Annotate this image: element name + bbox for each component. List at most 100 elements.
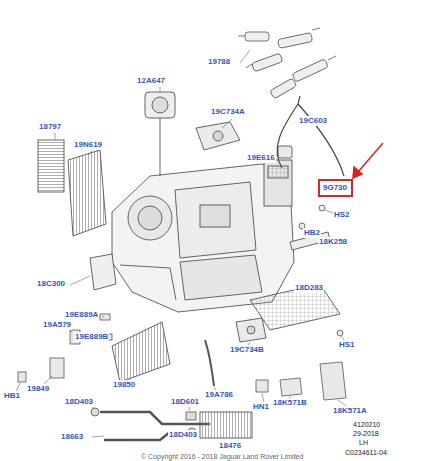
temperature-sensors-part [292, 59, 328, 82]
drawing-code: LH [358, 438, 369, 448]
leader-lines-part [44, 376, 52, 384]
evaporator [112, 322, 170, 382]
hvac-housing-part [200, 205, 230, 227]
callout-number: 18663 [60, 432, 84, 442]
control-module-part [268, 166, 288, 178]
callout-number: 18476 [218, 441, 242, 451]
clips [18, 314, 112, 382]
small-brackets-part [280, 378, 302, 396]
grille [38, 140, 64, 192]
actuator-upper [196, 122, 240, 150]
control-module-part [264, 160, 292, 206]
callout-number: 19A786 [204, 390, 234, 400]
callout-number: 19C734A [210, 107, 246, 117]
callout-number: 18D601 [170, 397, 200, 407]
temperature-sensors-part [278, 33, 313, 49]
blower-motor [145, 92, 175, 176]
heater-core-part [200, 412, 252, 438]
callout-number: HS1 [338, 340, 356, 350]
pipes-part [100, 412, 210, 424]
leader-lines-part [102, 316, 104, 317]
temperature-sensors-part [238, 28, 336, 68]
callout-number: 12A647 [136, 76, 166, 86]
control-module [264, 160, 292, 206]
callout-number: 19N619 [73, 140, 103, 150]
callout-number: HS2 [333, 210, 351, 220]
callout-number: 18D283 [294, 283, 324, 293]
heater-panel [250, 284, 340, 330]
callout-number: 18K571A [332, 406, 368, 416]
blower-motor-part [145, 92, 175, 118]
evaporator-part [112, 322, 170, 382]
clamps-part [186, 412, 196, 420]
hose-part [205, 340, 214, 386]
small-brackets-part [320, 362, 346, 400]
callout-number: 19849 [26, 384, 50, 394]
callout-number: 18K258 [318, 237, 348, 247]
highlight-box: 9G730 [318, 179, 353, 197]
callout-number: 19E616 [246, 153, 276, 163]
small-brackets-part [337, 330, 343, 336]
callout-number: 19A579 [42, 320, 72, 330]
leader-lines-part [70, 330, 72, 332]
duct [90, 254, 116, 290]
pointer-arrow-part [353, 167, 362, 178]
leader-lines-part [262, 393, 264, 402]
clamps-part [91, 408, 99, 416]
actuator-upper-part [213, 131, 223, 141]
blower-motor-part [152, 97, 168, 113]
callout-number: 19C734B [229, 345, 265, 355]
leader-lines-part [55, 133, 56, 139]
small-brackets-part [256, 380, 268, 392]
hvac-housing-part [128, 196, 172, 240]
drawing-code: C0234611-04 [344, 448, 388, 458]
actuator-lower-part [247, 326, 255, 334]
callout-number: 18D403 [64, 397, 94, 407]
leader-lines-part [240, 50, 250, 63]
leader-lines-part [92, 436, 104, 437]
small-brackets-part [319, 205, 325, 211]
callout-number: 19E889A [64, 310, 99, 320]
leader-lines-part [88, 151, 92, 155]
clips-part [18, 372, 26, 382]
leader-lines-part [160, 87, 161, 91]
duct-part [90, 254, 116, 290]
pollen-filter-part [68, 150, 106, 236]
leader-lines-part [222, 119, 232, 128]
heater-core [200, 412, 252, 438]
actuator-lower [236, 318, 266, 342]
hose [205, 340, 214, 386]
hvac-housing-part [138, 206, 162, 230]
wiring-harness-part [277, 104, 298, 168]
temperature-sensors-part [252, 53, 283, 72]
callout-number: 19C603 [298, 116, 328, 126]
copyright-note: © Copyright 2016 - 2018 Jaguar Land Rove… [140, 452, 304, 461]
temperature-sensors-part [245, 32, 269, 41]
wiring-harness-part [298, 96, 300, 104]
pointer-arrow [353, 143, 383, 178]
clips-part [50, 358, 64, 378]
callout-number: HB1 [3, 391, 21, 401]
temperature-sensors [238, 28, 336, 99]
wiring-harness [277, 96, 344, 176]
callout-number: 19850 [112, 380, 136, 390]
wiring-harness-part [298, 104, 344, 176]
hvac-housing-part [120, 265, 176, 300]
callout-number: 18797 [38, 122, 62, 132]
callout-number: 18K571B [272, 398, 308, 408]
sensor [278, 146, 292, 158]
callout-number: HN1 [252, 402, 270, 412]
pipes [100, 412, 210, 440]
callout-number: 19788 [207, 57, 231, 67]
hvac-housing-part [175, 182, 256, 258]
temperature-sensors-part [270, 78, 297, 99]
grille-part [38, 140, 64, 192]
pointer-arrow-part [358, 143, 383, 172]
actuator-lower-part [236, 318, 266, 342]
callout-number: 18C300 [36, 279, 66, 289]
leader-lines-part [70, 276, 90, 285]
blower-motor-part [160, 118, 161, 176]
callout-number: 18D403 [168, 430, 198, 440]
sensor-part [278, 146, 292, 158]
